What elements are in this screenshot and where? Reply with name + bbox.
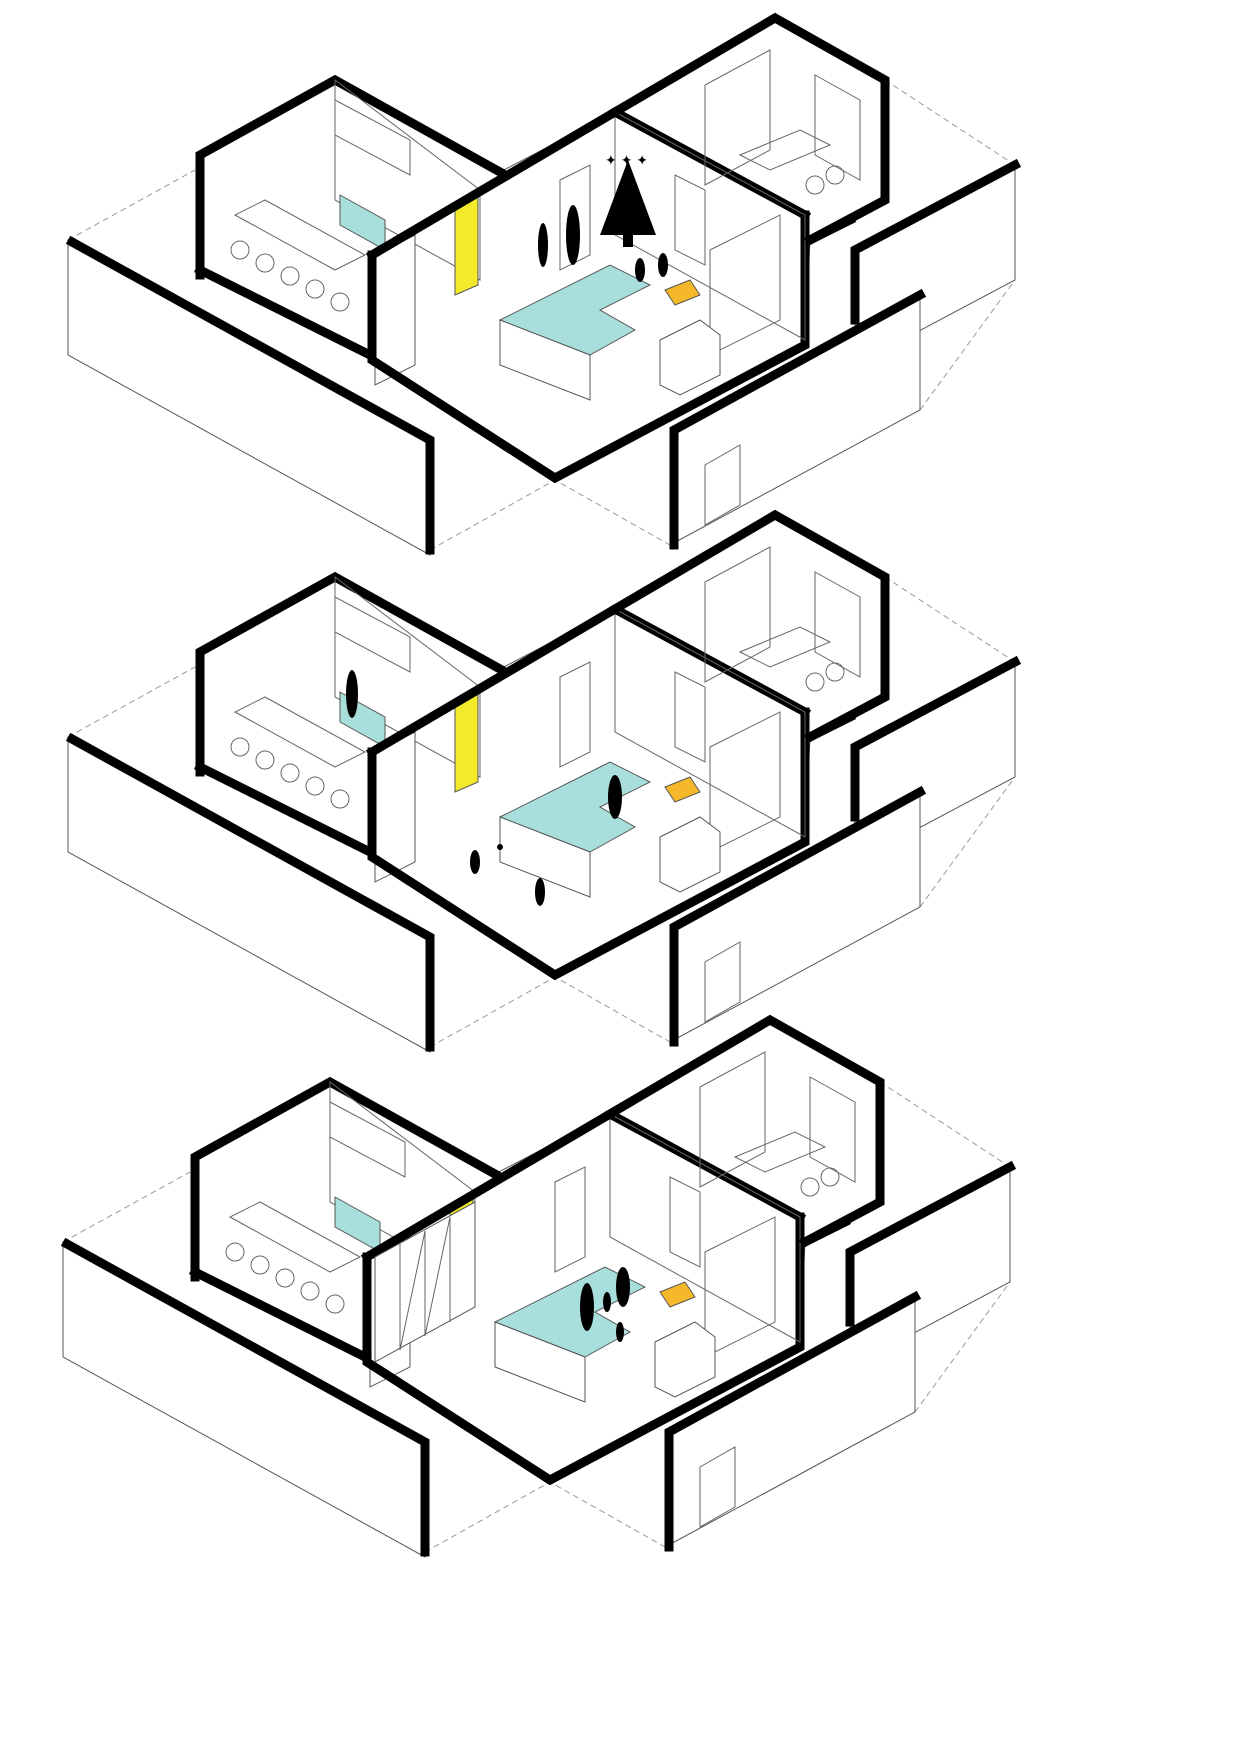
view-play-scene	[68, 515, 1015, 1052]
apartment-unit	[68, 18, 1015, 555]
view-open-partition-scene	[63, 1020, 1010, 1557]
view-holiday-scene: ✦ ✦ ✦	[68, 18, 1015, 555]
glass-partition	[374, 1201, 476, 1363]
people-silhouettes	[580, 1267, 630, 1342]
svg-text:✦ ✦ ✦: ✦ ✦ ✦	[605, 152, 648, 168]
apartment-unit	[68, 515, 1015, 1052]
people-silhouettes	[538, 205, 668, 282]
apartment-unit	[63, 1020, 1010, 1557]
christmas-tree-icon: ✦ ✦ ✦	[600, 152, 656, 247]
people-silhouettes	[346, 670, 622, 906]
